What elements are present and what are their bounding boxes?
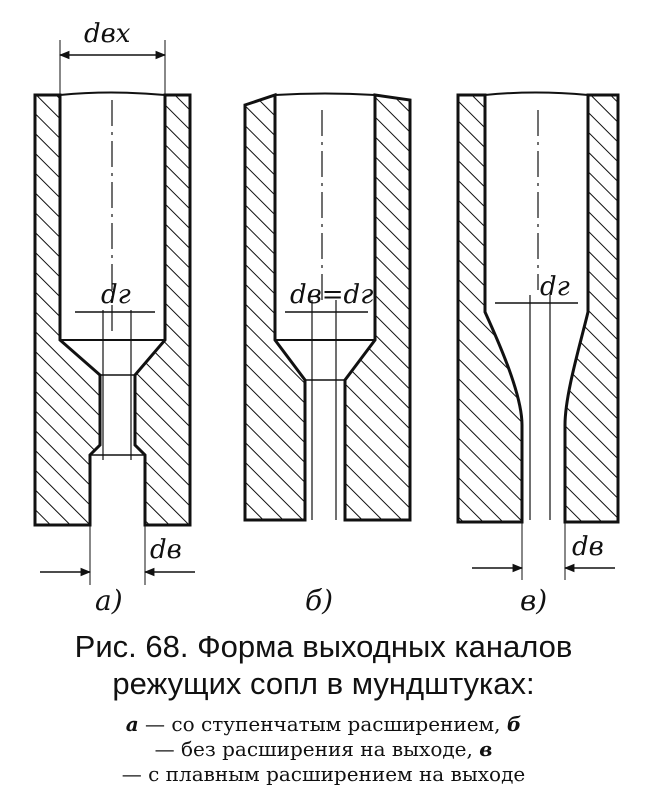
- legend-line-2: — без расширения на выходе, в: [0, 737, 647, 762]
- nozzle-v-wall-left: [456, 93, 524, 524]
- label-d-in: dвх: [84, 19, 131, 49]
- nozzle-a-wall-left: [33, 93, 102, 527]
- nozzle-a-wall-right: [133, 93, 192, 527]
- nozzle-v: [456, 91, 620, 580]
- legend-key-b: б: [506, 712, 522, 736]
- legend-line-3: — с плавным расширением на выходе: [0, 762, 647, 787]
- nozzle-v-wall-right: [563, 93, 620, 524]
- label-d-g-v: dг: [540, 272, 570, 302]
- legend-key-v: в: [479, 737, 493, 761]
- legend-line-1: а — со ступенчатым расширением, б: [0, 712, 647, 737]
- legend-text-v: — с плавным расширением на выходе: [121, 762, 526, 786]
- caption-title-line-2: режущих сопл в мундштуках:: [112, 666, 535, 701]
- nozzle-b: [243, 92, 412, 522]
- nozzle-diagram: dвх dг dв dв=dг dг dв а) б) в): [33, 19, 620, 617]
- label-d-v-v: dв: [572, 532, 604, 562]
- legend-key-a: а: [125, 712, 139, 736]
- sublabel-a: а): [95, 584, 123, 617]
- label-d-g-a: dг: [101, 280, 131, 310]
- label-d-v-a: dв: [150, 535, 182, 565]
- figure-caption-title: Рис. 68. Форма выходных каналов режущих …: [0, 628, 647, 702]
- label-d-v-eq-d-g: dв=dг: [290, 280, 373, 310]
- sublabel-b: б): [305, 584, 333, 617]
- nozzle-a: [33, 40, 195, 585]
- caption-title-line-1: Рис. 68. Форма выходных каналов: [74, 629, 573, 664]
- legend-text-b: — без расширения на выходе,: [154, 737, 473, 761]
- figure-caption-legend: а — со ступенчатым расширением, б — без …: [0, 712, 647, 787]
- legend-text-a: — со ступенчатым расширением,: [145, 712, 501, 736]
- sublabel-v: в): [520, 584, 547, 617]
